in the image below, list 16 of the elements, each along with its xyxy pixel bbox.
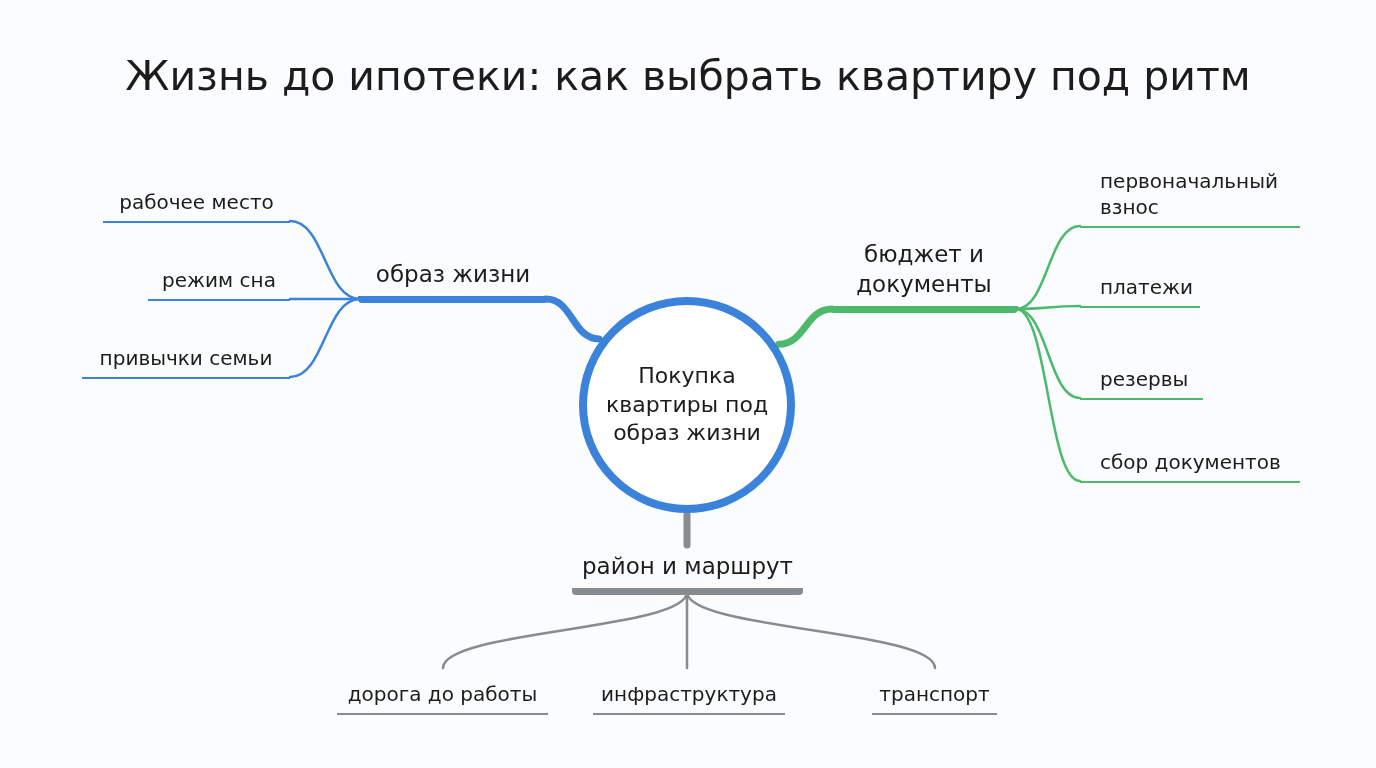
branch-line: [683, 511, 691, 549]
topic-text: рабочее место: [119, 189, 274, 216]
topic-text: район и маршрут: [582, 552, 793, 582]
title: Жизнь до ипотеки: как выбрать квартиру под ритм: [124, 52, 1252, 100]
topic-text: режим сна: [162, 267, 276, 294]
topic-text: привычки семьи: [99, 345, 273, 372]
topic-text: сбор документов: [1100, 449, 1281, 476]
topic-text: инфраструктура: [601, 681, 777, 708]
topic-text: образ жизни: [375, 260, 531, 290]
topic-text: транспорт: [879, 681, 990, 708]
topic-text: первоначальный взнос: [1100, 168, 1279, 221]
topic-text: резервы: [1100, 366, 1189, 393]
topic-text: платежи: [1100, 274, 1194, 301]
topic-text: дорога до работы: [347, 681, 538, 708]
topic-text: бюджет и документы: [855, 240, 993, 300]
central-topic-text: Покупка квартиры под образ жизни: [604, 362, 770, 448]
